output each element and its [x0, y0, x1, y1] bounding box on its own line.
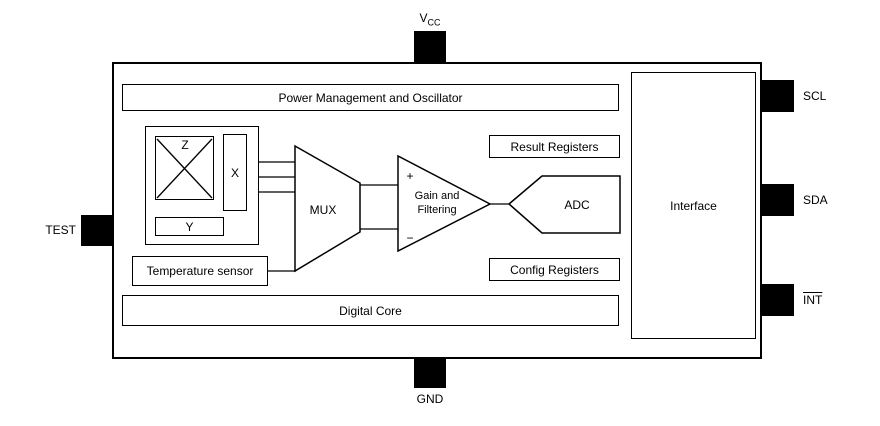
- vcc-pin: [414, 31, 446, 63]
- z-sensor-label: Z: [178, 138, 192, 152]
- vcc-pin-label-sub: CC: [427, 17, 441, 28]
- scl-pin-label: SCL: [803, 89, 827, 103]
- vcc-pin-label-main: V: [419, 11, 428, 25]
- config-registers-block: Config Registers: [489, 258, 620, 281]
- sda-pin-label: SDA: [803, 193, 828, 207]
- int-pin-label: INT: [803, 293, 823, 307]
- power-management-block: Power Management and Oscillator: [122, 84, 619, 111]
- vcc-pin-label: VCC: [410, 11, 450, 27]
- y-sensor-box: Y: [155, 217, 224, 236]
- x-sensor-box: X: [223, 134, 247, 211]
- interface-label: Interface: [670, 198, 717, 213]
- result-registers-label: Result Registers: [510, 139, 599, 154]
- temperature-sensor-block: Temperature sensor: [132, 256, 268, 286]
- gnd-pin: [414, 357, 446, 388]
- z-sensor-label-wrap: Z: [156, 138, 214, 152]
- test-pin-label: TEST: [45, 223, 76, 237]
- config-registers-label: Config Registers: [510, 262, 599, 277]
- digital-core-block: Digital Core: [122, 295, 619, 326]
- y-sensor-label: Y: [185, 219, 194, 234]
- digital-core-label: Digital Core: [339, 303, 402, 318]
- scl-pin: [761, 80, 794, 112]
- result-registers-block: Result Registers: [489, 135, 620, 158]
- temperature-sensor-label: Temperature sensor: [146, 264, 254, 278]
- x-sensor-label: X: [230, 165, 239, 180]
- interface-block: Interface: [631, 72, 756, 339]
- test-pin: [81, 215, 113, 246]
- int-pin: [761, 284, 794, 316]
- gnd-pin-label: GND: [416, 392, 444, 406]
- sda-pin: [761, 184, 794, 216]
- power-management-label: Power Management and Oscillator: [278, 90, 463, 105]
